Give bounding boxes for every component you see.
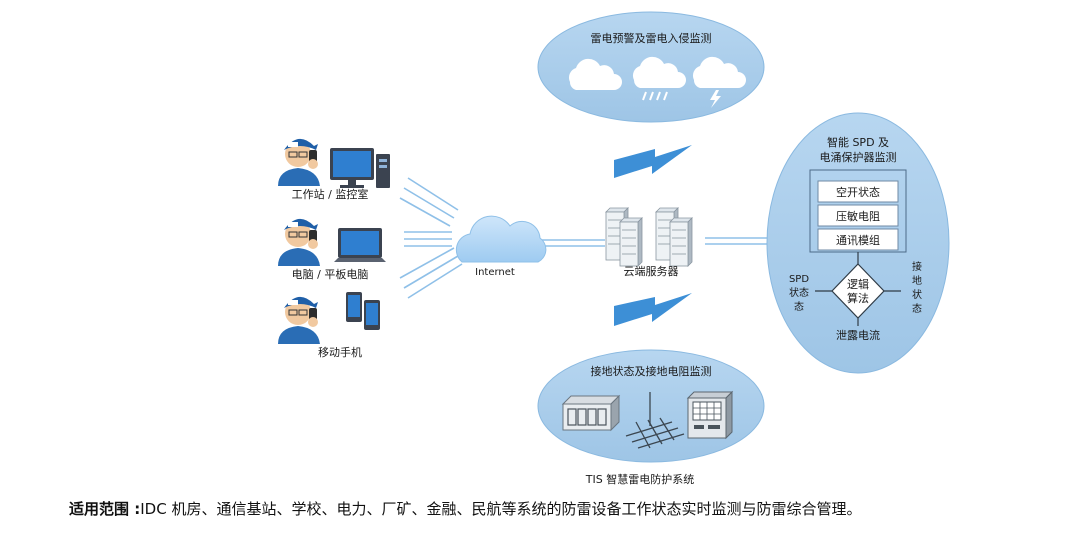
status-row-varistor: 压敏电阻	[836, 209, 880, 223]
user-mobile-label: 移动手机	[318, 345, 362, 359]
user-workstation-label: 工作站 / 监控室	[292, 187, 369, 201]
application-scope-caption: 适用范围 :IDC 机房、通信基站、学校、电力、厂矿、金融、民航等系统的防雷设备…	[69, 498, 1029, 519]
user-workstation: 工作站 / 监控室	[278, 138, 390, 201]
rain-cloud-icon	[632, 56, 686, 101]
smartphone-icon	[346, 292, 380, 330]
monitor-device-icon	[686, 390, 734, 440]
spd-status-rows: 空开状态 压敏电阻 通讯模组	[817, 180, 899, 251]
spd-monitor-title-line2: 电涌保护器监测	[820, 150, 897, 164]
grounding-monitor-title: 接地状态及接地电阻监测	[591, 364, 712, 378]
lightning-monitor-panel: 雷电预警及雷电入侵监测	[537, 11, 765, 123]
caption-text: IDC 机房、通信基站、学校、电力、厂矿、金融、民航等系统的防雷设备工作状态实时…	[140, 500, 862, 518]
connection-lines	[399, 177, 775, 299]
grounding-monitor-panel: 接地状态及接地电阻监测	[537, 349, 765, 463]
engineer-avatar-icon	[278, 218, 320, 266]
caption-prefix: 适用范围 :	[69, 500, 141, 518]
ground-state-label-line1: 接	[912, 260, 922, 273]
leakage-current-label: 泄露电流	[836, 328, 880, 342]
user-laptop: 电脑 / 平板电脑	[278, 218, 386, 281]
engineer-avatar-icon	[278, 138, 320, 186]
ground-state-label-line4: 态	[912, 302, 922, 315]
desktop-monitor-icon	[330, 148, 390, 188]
laptop-icon	[334, 228, 386, 262]
ground-state-label-line2: 地	[912, 274, 922, 287]
logic-label-line2: 算法	[847, 291, 869, 305]
status-row-breaker: 空开状态	[836, 185, 880, 199]
spd-state-label-line2: 状态	[789, 286, 809, 299]
status-row-comm: 通讯模组	[836, 233, 880, 247]
thunder-cloud-icon	[692, 56, 746, 108]
logic-connectors	[815, 252, 901, 326]
engineer-avatar-icon	[278, 296, 320, 344]
logic-diamond	[831, 263, 885, 319]
spd-state-label-line1: SPD	[789, 274, 809, 285]
logic-label-line1: 逻辑	[847, 277, 869, 291]
internet-cloud-icon	[455, 215, 547, 263]
ground-grid-icon	[625, 392, 685, 449]
spd-state-label-line3: 态	[794, 300, 804, 313]
cloud-server-label: 云端服务器	[624, 265, 679, 278]
spd-module-icon	[561, 394, 621, 432]
user-laptop-label: 电脑 / 平板电脑	[292, 267, 369, 281]
spd-monitor-title-line1: 智能 SPD 及	[827, 135, 889, 149]
wireless-link-icon	[614, 145, 692, 326]
ground-state-label-line3: 状	[912, 288, 922, 301]
lightning-monitor-title: 雷电预警及雷电入侵监测	[591, 31, 712, 45]
user-mobile: 移动手机	[278, 292, 380, 359]
spd-monitor-panel: 智能 SPD 及 电涌保护器监测 空开状态 压敏电阻 通讯模组 逻辑 算法 SP…	[766, 112, 950, 374]
system-name: TIS 智慧雷电防护系统	[585, 472, 694, 486]
internet-label: Internet	[475, 267, 515, 278]
cloud-server-icon	[605, 207, 693, 267]
